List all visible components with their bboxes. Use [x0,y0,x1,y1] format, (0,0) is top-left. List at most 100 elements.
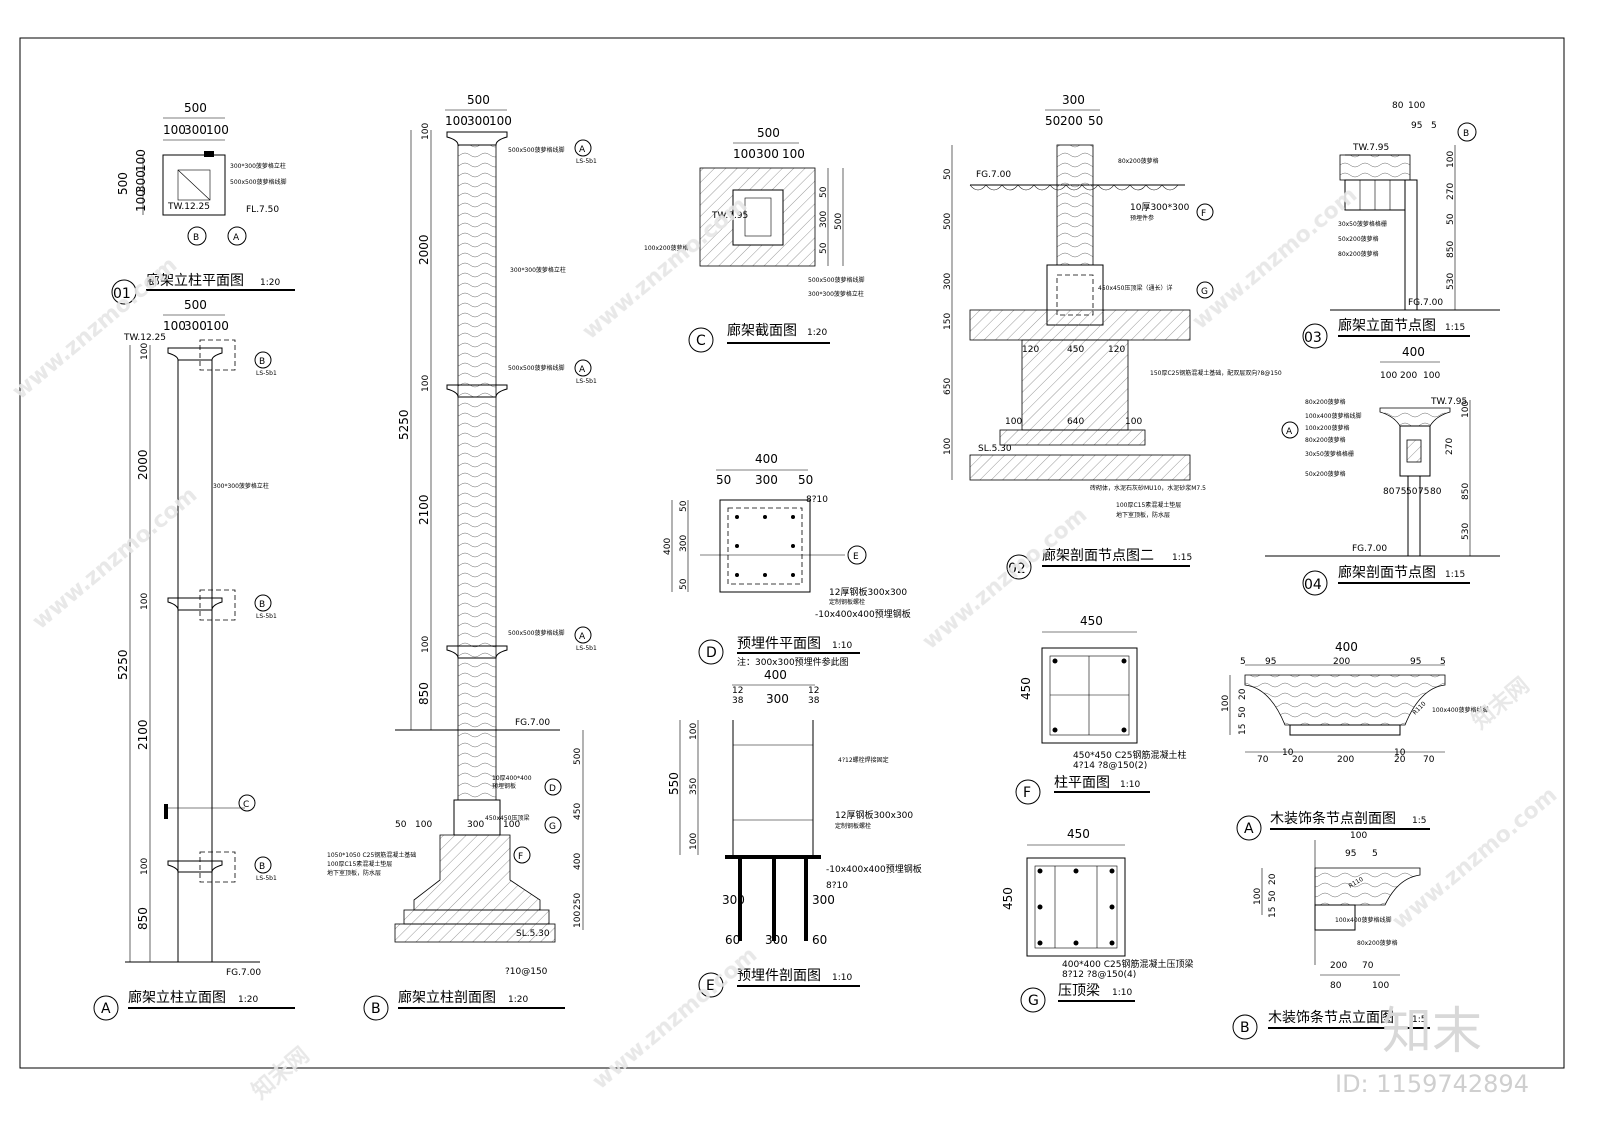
svg-text:www.znzmo.com: www.znzmo.com [1388,783,1562,935]
svg-text:廊架立柱立面图: 廊架立柱立面图 [128,989,226,1006]
drawing-01-plan: 500 100 300 100 100 300 100 500 300*300菠… [111,101,295,305]
svg-text:15: 15 [1238,724,1248,735]
svg-text:预埋件剖面图: 预埋件剖面图 [737,968,821,984]
svg-text:300*300菠萝格立柱: 300*300菠萝格立柱 [510,266,566,274]
svg-text:5250: 5250 [397,409,411,440]
svg-text:500: 500 [184,298,207,312]
svg-text:04: 04 [1304,577,1322,593]
svg-text:75: 75 [1395,487,1406,497]
svg-text:FL.7.50: FL.7.50 [246,205,279,215]
svg-text:1:10: 1:10 [1112,988,1132,998]
svg-text:850: 850 [1446,241,1456,258]
svg-text:1:15: 1:15 [1445,323,1465,333]
svg-text:100: 100 [415,820,432,830]
svg-text:TW.7.95: TW.7.95 [1430,397,1467,407]
svg-text:100: 100 [733,147,756,161]
svg-text:2100: 2100 [136,719,150,750]
svg-text:B: B [193,233,199,243]
svg-text:100: 100 [140,343,150,360]
svg-text:400: 400 [755,452,778,466]
svg-text:80x200菠萝格: 80x200菠萝格 [1305,398,1346,406]
svg-text:500x500菠萝格线脚: 500x500菠萝格线脚 [508,146,564,154]
svg-text:F: F [1201,209,1206,219]
svg-text:200: 200 [1400,371,1417,381]
svg-text:D: D [549,784,556,794]
svg-text:50: 50 [716,473,731,487]
svg-text:5250: 5250 [116,649,130,680]
svg-text:500: 500 [116,172,130,195]
svg-text:FG.7.00: FG.7.00 [226,968,261,978]
svg-text:80: 80 [1430,487,1442,497]
svg-text:03: 03 [1304,330,1322,346]
svg-text:450*450 C25钢筋混凝土柱: 450*450 C25钢筋混凝土柱 [1073,749,1186,761]
svg-text:1050*1050 C25钢筋混凝土基础: 1050*1050 C25钢筋混凝土基础 [327,851,416,859]
svg-text:8?10: 8?10 [826,881,848,891]
svg-text:100厚C15素混凝土垫层: 100厚C15素混凝土垫层 [327,860,392,868]
svg-text:www.znzmo.com: www.znzmo.com [588,943,762,1095]
svg-text:200: 200 [1337,755,1354,765]
svg-text:2000: 2000 [417,234,431,265]
svg-text:500: 500 [467,93,490,107]
svg-text:100: 100 [503,820,520,830]
svg-text:300: 300 [467,820,484,830]
drawing-02-section-node: 300 50 200 50 50 500 300 150 650 100 FG.… [943,93,1282,580]
watermark-id: ID: 1159742894 [1335,1070,1529,1098]
svg-text:10: 10 [1394,748,1406,758]
svg-text:300*300菠萝格立柱: 300*300菠萝格立柱 [808,290,864,298]
drawing-03-elevation-node: 80 100 95 5 B TW.7.95 100 270 50 850 530… [1302,101,1500,349]
svg-text:2000: 2000 [136,449,150,480]
dim: 300 [184,123,207,137]
svg-text:200: 200 [1060,114,1083,128]
footing [413,834,541,911]
svg-text:300: 300 [184,319,207,333]
svg-text:压顶梁: 压顶梁 [1058,983,1100,999]
svg-text:B: B [259,600,265,610]
column-section [1041,647,1138,744]
svg-text:5: 5 [1431,121,1437,131]
svg-text:LS-5b1: LS-5b1 [256,370,277,377]
svg-text:1:10: 1:10 [1120,780,1140,790]
svg-text:100: 100 [421,123,431,140]
svg-text:1:20: 1:20 [238,995,258,1005]
svg-text:1:20: 1:20 [260,278,280,288]
svg-text:B: B [259,862,265,872]
svg-text:500x500菠萝格线脚: 500x500菠萝格线脚 [808,276,864,284]
svg-text:100: 100 [1253,888,1263,905]
svg-text:1:15: 1:15 [1172,553,1192,563]
svg-text:12: 12 [732,686,743,696]
svg-text:A: A [1286,427,1293,437]
dim: 100 [163,123,186,137]
svg-text:500: 500 [573,748,583,765]
svg-text:300: 300 [812,893,835,907]
svg-text:B: B [1240,1020,1250,1036]
drawing-A-elevation: 500 100 300 100 TW.12.25 5250 2000 2100 … [93,298,295,1021]
svg-text:12: 12 [808,686,819,696]
svg-text:G: G [1201,287,1208,297]
svg-text:100: 100 [1408,101,1425,111]
svg-text:4?12螺栓焊接固定: 4?12螺栓焊接固定 [838,756,889,764]
svg-text:60: 60 [725,933,740,947]
svg-text:100: 100 [782,147,805,161]
svg-text:A: A [101,1001,111,1017]
svg-text:80x200菠萝格: 80x200菠萝格 [1338,250,1379,258]
svg-text:1:10: 1:10 [832,973,852,983]
svg-text:400: 400 [1335,640,1358,654]
svg-text:预埋件平面图: 预埋件平面图 [737,636,821,652]
svg-text:E: E [853,552,859,562]
svg-text:80: 80 [1383,487,1395,497]
svg-text:www.znzmo.com: www.znzmo.com [1188,183,1362,335]
svg-text:300: 300 [722,893,745,907]
svg-text:100: 100 [1350,831,1367,841]
svg-text:150厚C25钢筋混凝土基础，配双层双向?8@150: 150厚C25钢筋混凝土基础，配双层双向?8@150 [1150,369,1282,377]
svg-text:100: 100 [573,911,583,928]
svg-text:100: 100 [445,114,468,128]
svg-text:TW.12.25: TW.12.25 [167,202,210,212]
svg-text:-10x400x400预埋钢板: -10x400x400预埋钢板 [815,608,911,620]
capital [167,347,223,361]
drawing-E-embed-section: 400 12 38 300 12 38 100 350 100 550 300 … [667,668,922,998]
svg-text:650: 650 [943,378,953,395]
svg-text:1:15: 1:15 [1445,570,1465,580]
svg-text:5: 5 [1440,657,1446,667]
svg-text:100: 100 [1461,401,1471,418]
svg-text:柱平面图: 柱平面图 [1054,775,1110,791]
